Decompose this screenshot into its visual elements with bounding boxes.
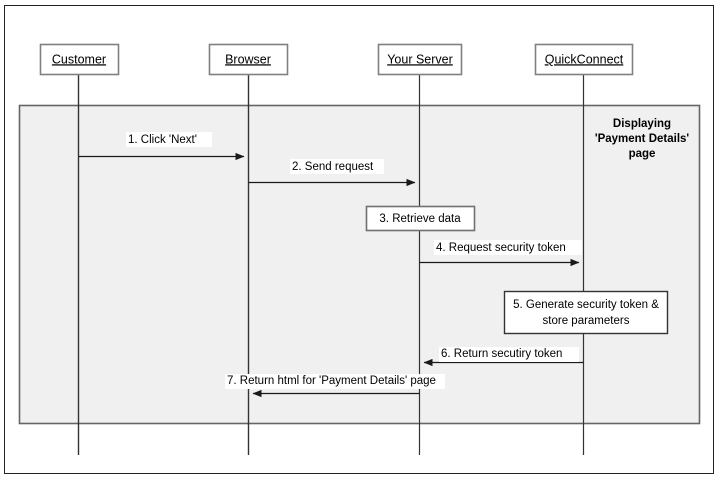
action-label-5-line-2: store parameters <box>543 315 630 327</box>
message-label-bg-2 <box>290 159 384 174</box>
participant-label-browser: Browser <box>225 52 271 66</box>
note-line-1: Displaying <box>613 118 671 130</box>
note-displaying: Displaying 'Payment Details' page <box>595 118 690 160</box>
message-label-7: 7. Return html for 'Payment Details' pag… <box>227 375 436 387</box>
message-label-bg-6 <box>439 347 579 362</box>
participant-browser[interactable]: Browser <box>208 43 289 76</box>
message-6[interactable]: 6. Return secutiry token <box>423 347 584 367</box>
message-label-6: 6. Return secutiry token <box>441 348 562 360</box>
message-label-4: 4. Request security token <box>436 242 566 254</box>
action-box-3[interactable] <box>365 205 476 232</box>
message-2[interactable]: 2. Send request <box>248 159 416 187</box>
participant-box-quickconnect[interactable] <box>534 43 634 76</box>
interaction-frame <box>18 104 701 425</box>
participant-quickconnect[interactable]: QuickConnect <box>534 43 634 76</box>
action-label-5-line-1: 5. Generate security token & <box>513 299 659 311</box>
participant-label-your-server: Your Server <box>387 52 453 66</box>
note-line-2: 'Payment Details' <box>595 133 690 145</box>
action-5[interactable]: 5. Generate security token & store param… <box>503 290 669 335</box>
participant-label-quickconnect: QuickConnect <box>545 52 624 66</box>
participant-your-server[interactable]: Your Server <box>377 43 463 76</box>
message-4[interactable]: 4. Request security token <box>419 240 583 267</box>
message-label-2: 2. Send request <box>292 161 374 173</box>
message-label-bg-7 <box>225 374 445 389</box>
message-1[interactable]: 1. Click 'Next' <box>78 132 245 161</box>
action-3[interactable]: 3. Retrieve data <box>365 205 476 232</box>
message-label-bg-1 <box>126 132 212 147</box>
action-box-5[interactable] <box>503 290 669 335</box>
message-7[interactable]: 7. Return html for 'Payment Details' pag… <box>225 374 445 398</box>
participant-label-customer: Customer <box>52 52 106 66</box>
message-label-1: 1. Click 'Next' <box>128 134 197 146</box>
participant-box-your-server[interactable] <box>377 43 463 76</box>
participant-box-browser[interactable] <box>208 43 289 76</box>
lifelines <box>77 74 585 455</box>
action-label-3: 3. Retrieve data <box>379 213 461 225</box>
message-label-bg-4 <box>434 240 582 255</box>
participant-customer[interactable]: Customer <box>39 43 120 76</box>
note-line-3: page <box>629 148 656 160</box>
participant-box-customer[interactable] <box>39 43 120 76</box>
